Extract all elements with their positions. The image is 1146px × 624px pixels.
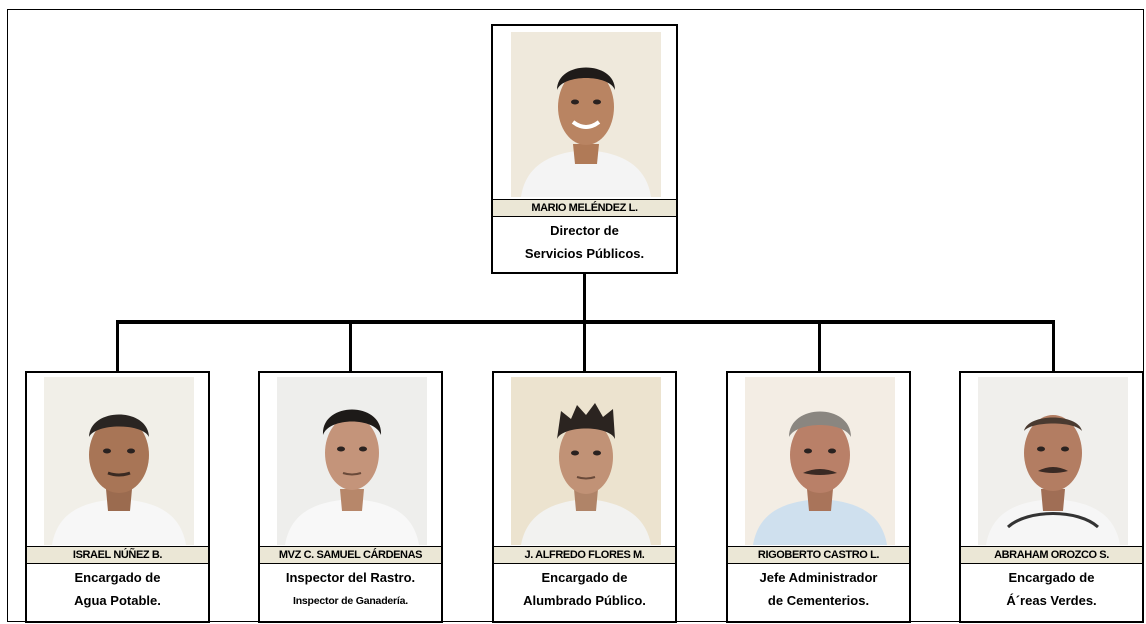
staff-title-line1: Inspector del Rastro. — [285, 570, 416, 585]
staff-title-line2: de Cementerios. — [767, 593, 870, 608]
staff-card-agua-potable: ISRAEL NÚÑEZ B. Encargado de Agua Potabl… — [25, 371, 210, 623]
staff-title-line1: Encargado de — [541, 570, 628, 585]
spiky-hair-man-portrait-icon — [511, 377, 661, 545]
staff-photo — [277, 377, 427, 545]
connector-staff-5 — [1052, 322, 1055, 371]
staff-card-rastro: MVZ C. SAMUEL CÁRDENAS Inspector del Ras… — [258, 371, 443, 623]
staff-photo — [745, 377, 895, 545]
connector-staff-4 — [818, 322, 821, 371]
smiling-man-portrait-icon — [511, 32, 661, 197]
connector-director-down — [583, 274, 586, 322]
staff-name: ABRAHAM OROZCO S. — [961, 546, 1142, 564]
staff-card-areas-verdes: ABRAHAM OROZCO S. Encargado de Á´reas Ve… — [959, 371, 1144, 623]
staff-name: RIGOBERTO CASTRO L. — [728, 546, 909, 564]
staff-title-line2: Á´reas Verdes. — [1006, 593, 1097, 608]
staff-photo — [978, 377, 1128, 545]
staff-title-line2: Inspector de Ganadería. — [292, 595, 409, 607]
staff-photo — [511, 377, 661, 545]
mustache-man-portrait-icon — [978, 377, 1128, 545]
director-photo — [511, 32, 661, 197]
staff-name: MVZ C. SAMUEL CÁRDENAS — [260, 546, 441, 564]
staff-title-line2: Alumbrado Público. — [523, 593, 646, 608]
staff-title-line1: Jefe Administrador — [759, 570, 878, 585]
mustache-man-portrait-icon — [745, 377, 895, 545]
staff-card-cementerios: RIGOBERTO CASTRO L. Jefe Administrador d… — [726, 371, 911, 623]
staff-photo — [44, 377, 194, 545]
young-man-portrait-icon — [277, 377, 427, 545]
director-title-line2: Servicios Públicos. — [524, 246, 645, 261]
connector-staff-3 — [583, 322, 586, 371]
connector-staff-2 — [349, 322, 352, 371]
connector-staff-1 — [116, 322, 119, 371]
staff-title-line1: Encargado de — [74, 570, 161, 585]
director-title-line1: Director de — [550, 223, 619, 238]
staff-title-line2: Agua Potable. — [74, 593, 161, 608]
man-portrait-icon — [44, 377, 194, 545]
director-card: MARIO MELÉNDEZ L. Director de Servicios … — [491, 24, 678, 274]
director-name: MARIO MELÉNDEZ L. — [493, 199, 676, 217]
staff-name: J. ALFREDO FLORES M. — [494, 546, 675, 564]
staff-name: ISRAEL NÚÑEZ B. — [27, 546, 208, 564]
staff-card-alumbrado: J. ALFREDO FLORES M. Encargado de Alumbr… — [492, 371, 677, 623]
staff-title-line1: Encargado de — [1008, 570, 1095, 585]
